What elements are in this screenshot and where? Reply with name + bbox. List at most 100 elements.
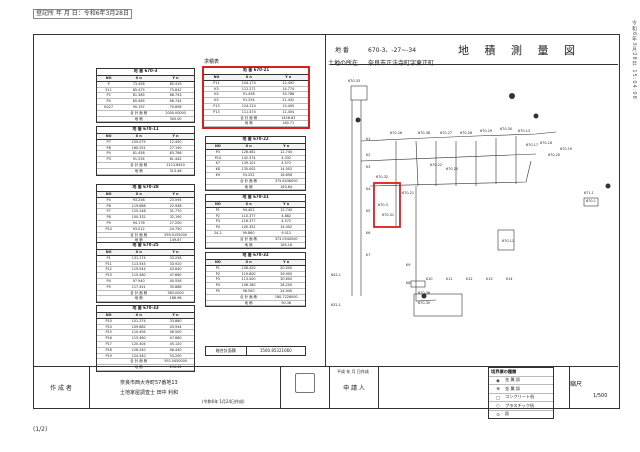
preparer-label-cell: 作 成 者	[33, 367, 90, 408]
map-parcel-label: 670-17	[526, 143, 538, 147]
marker-symbol-icon: ⊕	[496, 386, 500, 392]
legend-title: 境界標の種類	[489, 368, 553, 377]
map-parcel-label: 671-1	[584, 191, 594, 195]
preparer-label: 作 成 者	[50, 385, 72, 392]
map-parcel-label: 670-35	[418, 301, 430, 305]
map-parcel-label: 670-21	[402, 191, 414, 195]
map-parcel-label: 670-19	[560, 147, 572, 151]
applicant-label: 申 請 人	[343, 385, 365, 392]
area-summary: 総合計面積 1560.85321660	[205, 346, 306, 356]
map-parcel-label: 670-27	[440, 131, 452, 135]
highlighted-parcel	[373, 182, 401, 228]
preparer-name: 土地家屋調査士 田中 利和	[120, 390, 179, 396]
map-parcel-label: 642-1	[331, 273, 341, 277]
legend-item-label: 金 属 鋲	[505, 377, 521, 383]
seal-cell	[281, 367, 330, 408]
map-parcel-label: K12	[466, 277, 473, 281]
map-parcel-label: 670-13	[518, 129, 530, 133]
map-parcel-label: K2	[366, 153, 370, 157]
page-indicator: (1/2)	[33, 426, 48, 433]
north-arrow	[509, 93, 515, 99]
legend-item-label: コンクリート杭	[505, 394, 535, 400]
coord-table-title: 地 番 670-28	[97, 184, 194, 192]
document-frame	[33, 34, 620, 409]
location-value: 奈良市正法寺町字東正町	[368, 60, 435, 67]
legend-item-label: プラスチック杭	[505, 402, 535, 408]
prepared-date: (令和6年 1月24日作成)	[202, 399, 245, 404]
map-parcel-label: 670-31	[382, 213, 394, 217]
map-parcel-label: 670-25	[446, 167, 458, 171]
title-block	[330, 42, 618, 65]
legend-item: □コンクリート杭	[489, 394, 553, 402]
map-parcel-label: 632-1	[331, 303, 341, 307]
legend-item: ◉金 属 鋲	[489, 377, 553, 385]
scale-label: 縮尺	[570, 381, 583, 388]
coord-table-title: 地 番 670-3	[97, 68, 194, 76]
applicant-label-cell: 申 請 人	[330, 367, 379, 408]
map-parcel-label: 670-29	[480, 129, 492, 133]
map-parcel-label: K4	[366, 187, 370, 191]
map-parcel-label: 670-32	[376, 175, 388, 179]
map-parcel-label: K3	[366, 165, 370, 169]
preparer-address: 奈良市西大寺町57番地13	[120, 380, 178, 386]
coord-table-title: 求積表	[204, 59, 220, 65]
document-title: 地 積 測 量 図	[458, 44, 581, 57]
frame-divider	[325, 34, 326, 366]
map-parcel-label: 670-36	[418, 291, 430, 295]
survey-date: 平成 年 月 日作成	[337, 369, 369, 374]
scale-value: 1/500	[593, 393, 608, 399]
parcel-label: 地 番	[335, 47, 349, 54]
map-parcel-label: 670-3	[378, 203, 388, 207]
